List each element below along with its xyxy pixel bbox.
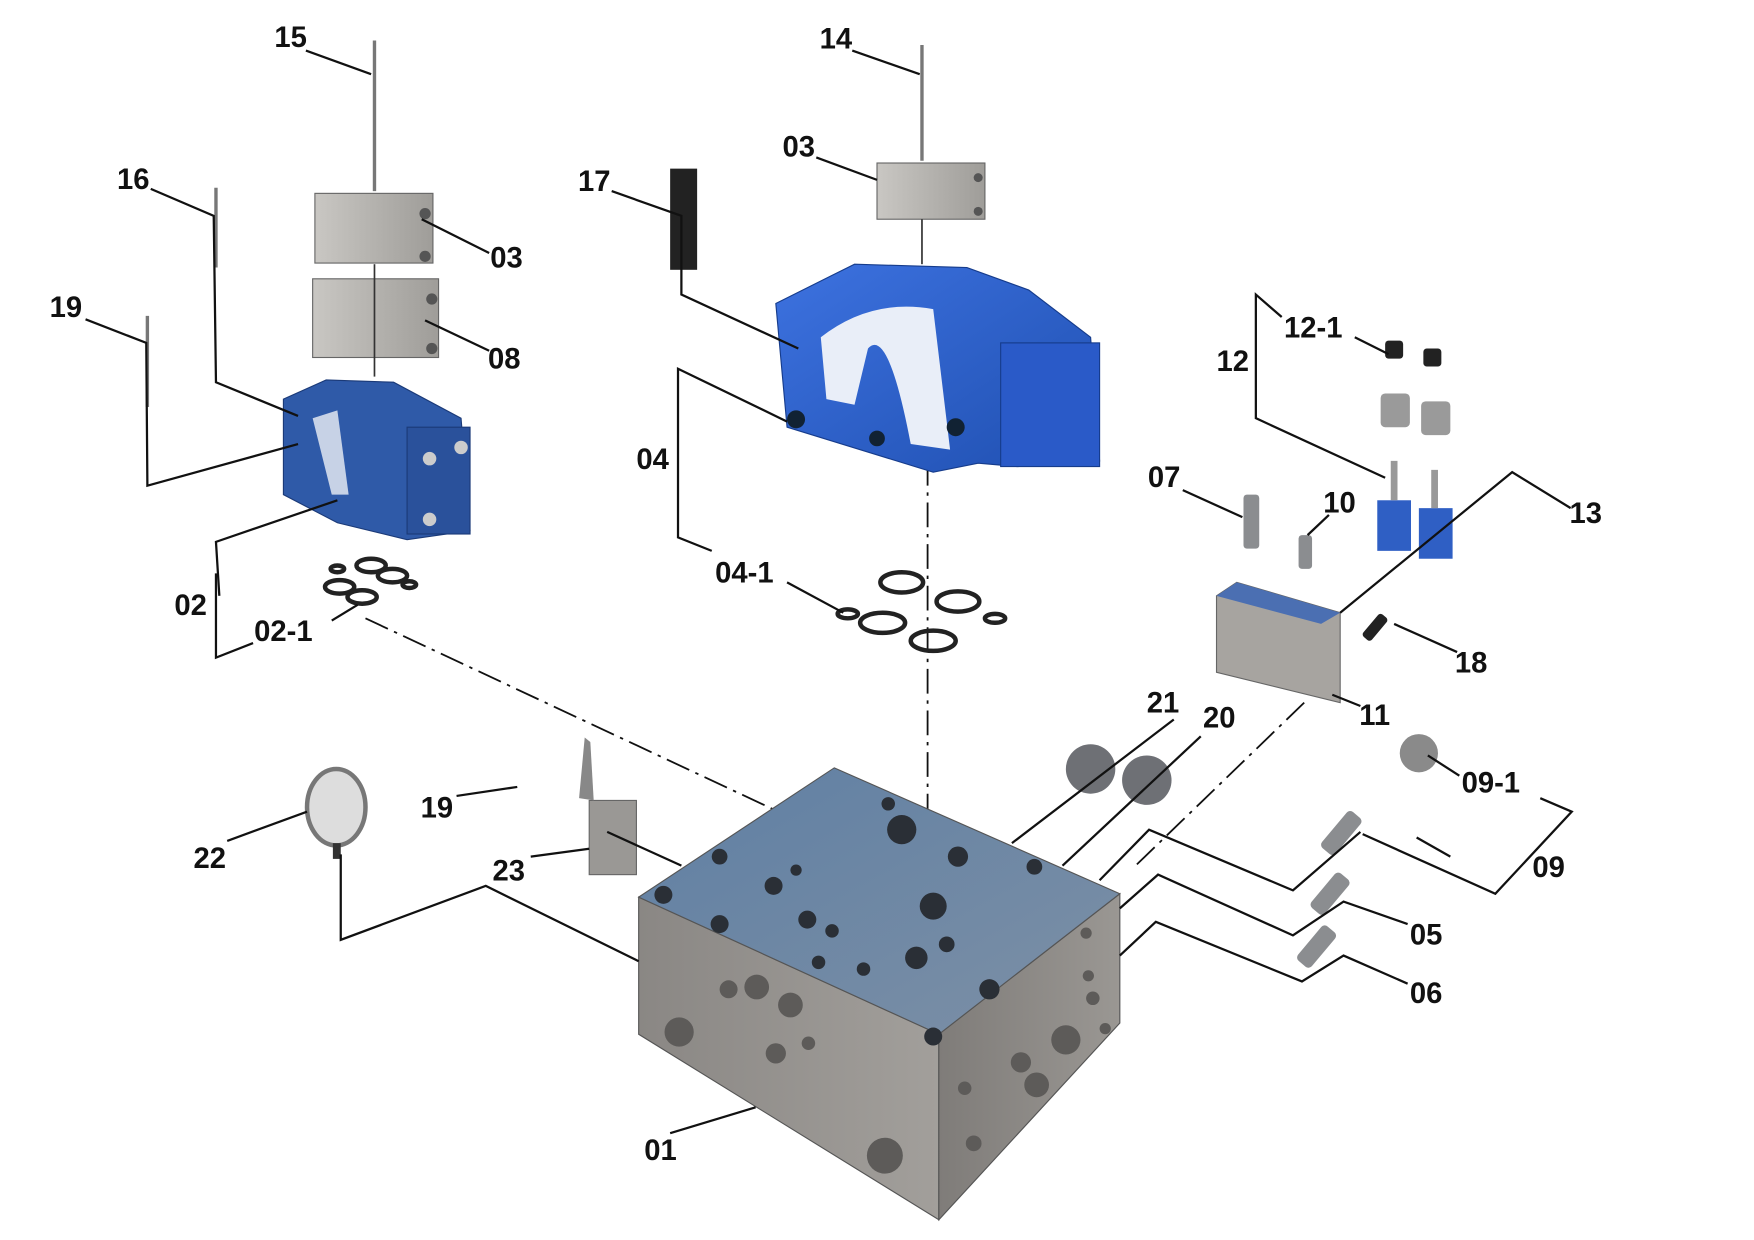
manifold-block [637,767,1121,1222]
label-10: 10 [1323,488,1356,520]
leader-lines [85,49,1574,1135]
label-11: 11 [1359,700,1390,732]
label-12: 12 [1217,346,1250,378]
label-19: 19 [50,292,83,324]
label-23: 23 [493,855,526,887]
label-09: 09 [1532,852,1565,884]
label-12-1: 12-1 [1284,312,1342,344]
label-08: 08 [488,344,521,376]
label-09-1: 09-1 [1462,768,1520,800]
label-05: 05 [1410,919,1443,951]
label-13: 13 [1570,498,1603,530]
part-labels: 15 14 03 03 16 17 19 08 12-1 12 04 07 10… [50,22,1602,1167]
pilot-valve-03-left [314,192,434,264]
label-06: 06 [1410,978,1443,1010]
shutoff-valve-23 [579,737,637,876]
label-17: 17 [578,166,611,198]
label-18: 18 [1455,647,1488,679]
label-15: 15 [274,22,307,54]
directional-valve-02 [282,379,471,541]
label-19: 19 [421,792,454,824]
label-04: 04 [636,444,669,476]
solenoid-valves-12 [1377,340,1453,559]
label-02: 02 [174,590,207,622]
label-01: 01 [644,1135,677,1167]
label-07: 07 [1148,462,1181,494]
o-rings [322,556,1008,654]
label-03: 03 [490,243,523,275]
pilot-valve-03-right [876,162,986,220]
center-lines [365,460,1305,877]
label-22: 22 [193,843,226,875]
label-03: 03 [783,131,816,163]
label-02-1: 02-1 [254,616,312,648]
label-21: 21 [1147,688,1180,720]
pilot-valve-08 [312,278,440,359]
directional-valve-04 [775,263,1101,473]
subplate-11 [1215,581,1341,704]
cartridges [1065,494,1438,968]
label-16: 16 [117,164,150,196]
pressure-gauge-22 [304,766,368,859]
label-20: 20 [1203,702,1236,734]
label-14: 14 [820,23,853,55]
label-04-1: 04-1 [715,557,773,589]
